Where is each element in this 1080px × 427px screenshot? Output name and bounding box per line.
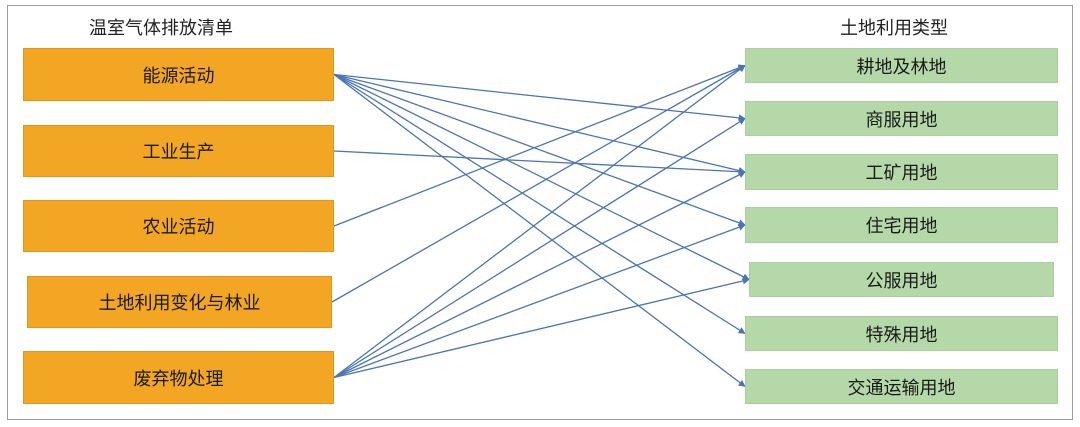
land-use-node-label: 工矿用地: [865, 163, 938, 184]
link-arrow: [333, 73, 750, 281]
land-use-node-1: 耕地及林地: [745, 48, 1058, 83]
emission-source-node-label: 能源活动: [142, 65, 215, 87]
emission-source-node-4: 土地利用变化与林业: [27, 276, 332, 328]
land-use-node-6: 特殊用地: [745, 316, 1058, 351]
land-use-node-4: 住宅用地: [745, 207, 1058, 243]
emission-source-node-3: 农业活动: [23, 200, 334, 252]
link-arrow: [333, 64, 746, 227]
land-use-node-label: 公服用地: [865, 270, 938, 292]
emission-source-node-2: 工业生产: [23, 125, 334, 177]
land-use-node-2: 商服用地: [745, 101, 1058, 136]
emission-source-node-label: 农业活动: [142, 217, 215, 238]
land-use-node-label: 特殊用地: [865, 324, 938, 346]
link-arrow: [333, 277, 750, 379]
link-arrow: [333, 171, 746, 379]
land-use-node-7: 交通运输用地: [745, 369, 1058, 404]
link-arrow: [333, 223, 746, 379]
link-arrow: [333, 73, 746, 122]
link-arrow: [333, 73, 746, 174]
link-arrow: [333, 64, 746, 379]
emission-source-node-label: 工业生产: [142, 142, 215, 163]
land-use-node-label: 住宅用地: [865, 216, 938, 237]
emission-source-node-label: 废弃物处理: [133, 368, 224, 390]
land-use-node-3: 工矿用地: [745, 154, 1058, 190]
land-use-node-5: 公服用地: [749, 262, 1054, 297]
land-use-node-label: 耕地及林地: [856, 56, 947, 78]
emission-inventory-header: 温室气体排放清单: [89, 18, 233, 39]
link-arrow: [333, 150, 746, 176]
link-arrow: [333, 73, 746, 335]
link-arrow: [333, 73, 746, 388]
link-arrow: [333, 73, 746, 227]
emission-source-node-1: 能源活动: [23, 48, 334, 101]
link-arrow: [333, 117, 746, 379]
land-use-type-header: 土地利用类型: [840, 18, 948, 39]
emission-source-node-label: 土地利用变化与林业: [98, 293, 261, 314]
land-use-node-label: 交通运输用地: [847, 377, 956, 399]
link-arrow: [331, 64, 746, 303]
land-use-node-label: 商服用地: [865, 109, 938, 131]
emission-source-node-5: 废弃物处理: [23, 351, 334, 404]
